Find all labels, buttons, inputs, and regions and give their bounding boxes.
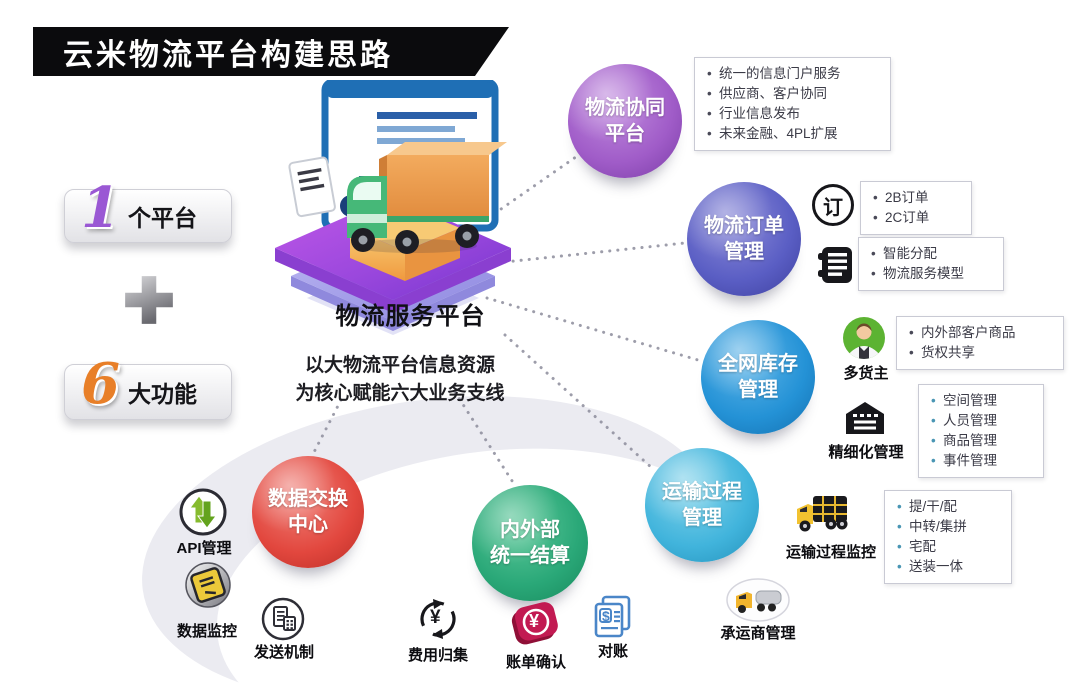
carrier-truck-icon [726,578,790,627]
list-item: 物流服务模型 [863,264,993,284]
note-card-icon [288,156,336,218]
fine-management-box: 空间管理 人员管理 商品管理 事件管理 [918,384,1044,478]
transport-monitor-truck-icon [793,492,851,541]
badge-label-functions: 大功能 [127,381,197,407]
page-title: 云米物流平台构建思路 [63,38,393,72]
badge-label-platform: 个平台 [127,205,197,231]
notebook-icon [816,245,854,290]
badge-number-one: 1 [81,175,120,241]
yuan-glyph: ¥ [529,611,540,631]
six-functions-badge: 6 大功能 [64,356,232,420]
dollar-glyph: $ [602,608,610,624]
fee-collection-caption: 费用归集 [407,647,468,664]
list-item: 送装一体 [889,557,1001,577]
list-item: 统一的信息门户服务 [699,64,880,84]
warehouse-icon [844,398,886,443]
connector-transport [503,333,654,470]
data-monitor-caption: 数据监控 [176,623,237,640]
yuan-glyph: ¥ [430,607,441,628]
sphere-data-exchange: 数据交换 中心 [252,456,364,568]
connector-data-exchange [310,398,343,458]
list-item: 2C订单 [865,208,961,228]
sphere-inventory-management: 全网库存 管理 [701,320,815,434]
transport-monitor-box: 提/干/配 中转/集拼 宅配 送装一体 [884,490,1012,584]
sphere-label: 管理 [738,379,778,401]
collaboration-detail-box: 统一的信息门户服务 供应商、客户协同 行业信息发布 未来金融、4PL扩展 [694,57,891,151]
order-types-box: 2B订单 2C订单 [860,181,972,235]
order-glyph: 订 [823,196,843,219]
sphere-order-management: 物流订单 管理 [687,182,801,296]
sphere-label: 运输过程 [662,481,742,503]
list-item: 内外部客户商品 [901,323,1053,343]
sphere-label: 中心 [288,514,328,536]
transport-monitor-caption: 运输过程监控 [785,544,876,561]
list-item: 货权共享 [901,343,1053,363]
sphere-label: 物流协同 [585,97,665,119]
list-item: 提/干/配 [889,497,1001,517]
list-item: 空间管理 [923,391,1033,411]
api-management-caption: API管理 [176,540,232,557]
connector-settlement [453,390,518,489]
one-platform-badge: 1 个平台 [64,180,232,243]
sphere-label: 内外部 [500,519,560,541]
sphere-label: 全网库存 [718,353,798,375]
bill-confirm-caption: 账单确认 [505,654,566,671]
sphere-settlement: 内外部 统一结算 [472,485,588,601]
sphere-label: 平台 [605,123,645,145]
sphere-transport-management: 运输过程 管理 [645,448,759,562]
multi-owner-box: 内外部客户商品 货权共享 [896,316,1064,370]
carrier-management-caption: 承运商管理 [720,625,796,642]
fine-management-caption: 精细化管理 [828,444,904,461]
list-item: 中转/集拼 [889,517,1001,537]
send-mechanism-icon [261,597,305,646]
data-monitor-icon [184,561,232,614]
sphere-label: 物流订单 [704,215,784,237]
list-item: 事件管理 [923,451,1033,471]
platform-truck-illustration [275,80,511,335]
badge-number-six: 6 [81,351,120,417]
description-line2: 为核心赋能六大业务支线 [295,383,505,404]
truck-icon [347,142,507,254]
list-item: 2B订单 [865,188,961,208]
platform-label: 物流服务平台 [335,303,486,330]
sphere-label: 管理 [724,241,764,263]
title-banner: 云米物流平台构建思路 [33,27,509,76]
api-arrows-icon [178,487,228,542]
order-circle-icon: 订 [812,184,854,226]
list-item: 行业信息发布 [699,104,880,124]
list-item: 人员管理 [923,411,1033,431]
reconciliation-caption: 对账 [597,643,628,660]
sphere-label: 统一结算 [490,545,570,567]
order-smart-box: 智能分配 物流服务模型 [858,237,1004,291]
list-item: 商品管理 [923,431,1033,451]
sphere-collaboration-platform: 物流协同 平台 [568,64,682,178]
reconciliation-icon: $ [592,594,634,645]
description-line1: 以大物流平台信息资源 [304,355,495,376]
send-mechanism-caption: 发送机制 [253,644,314,661]
cargo-owner-person-icon [842,316,886,365]
bill-confirm-icon: ¥ [508,600,560,653]
multi-owner-caption: 多货主 [843,365,889,382]
list-item: 供应商、客户协同 [699,84,880,104]
list-item: 智能分配 [863,244,993,264]
list-item: 宅配 [889,537,1001,557]
sphere-label: 管理 [682,507,722,529]
sphere-label: 数据交换 [268,488,348,510]
connector-order [503,241,687,264]
fee-collection-icon: ¥ [413,595,463,648]
plus-icon [121,272,177,333]
list-item: 未来金融、4PL扩展 [699,124,880,144]
